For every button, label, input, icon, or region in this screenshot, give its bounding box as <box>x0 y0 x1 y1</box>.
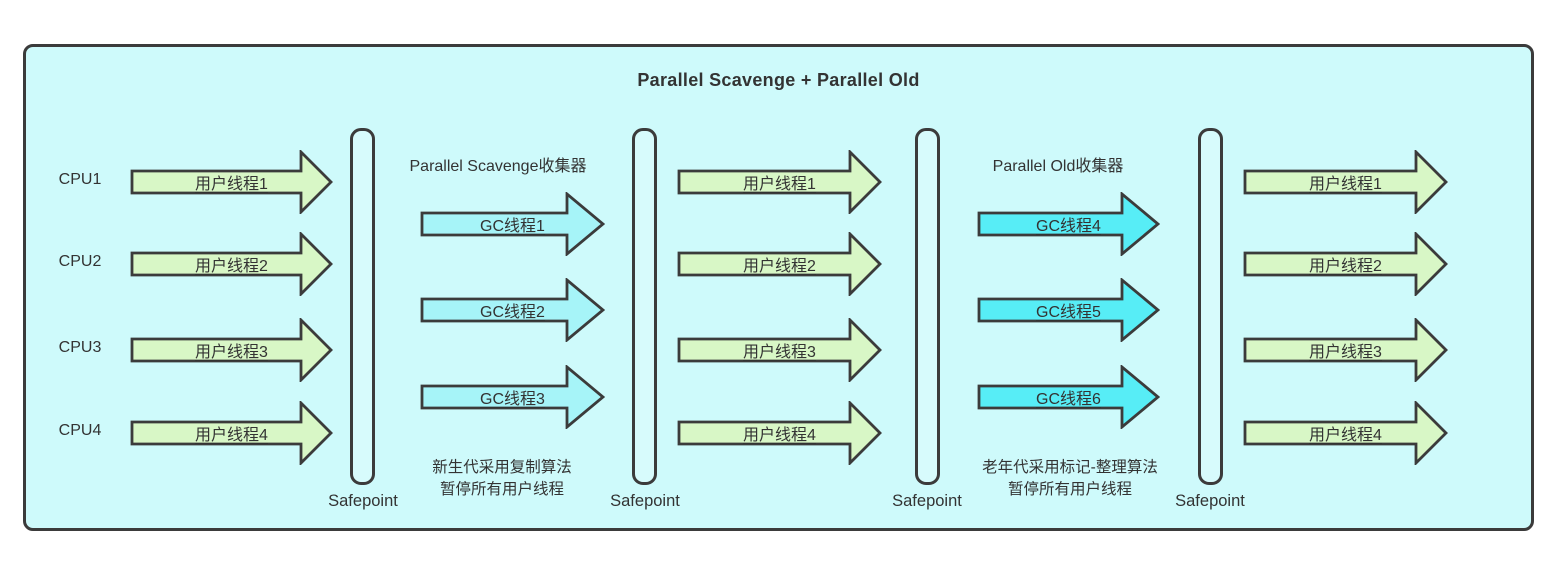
arrow-label: GC线程3 <box>480 391 545 408</box>
user-thread-arrow: 用户线程2 <box>1243 232 1448 296</box>
cpu4-label: CPU4 <box>58 422 102 439</box>
caption-line: 老年代采用标记-整理算法 <box>982 459 1158 476</box>
diagram-title: Parallel Scavenge + Parallel Old <box>637 70 920 90</box>
caption-line: 暂停所有用户线程 <box>1007 480 1132 498</box>
old-gc-caption: 老年代采用标记-整理算法 暂停所有用户线程 <box>900 457 1240 500</box>
safepoint-bar-1 <box>350 128 375 485</box>
user-thread-arrow: 用户线程1 <box>1243 150 1448 214</box>
arrow-label: 用户线程1 <box>1309 176 1382 193</box>
arrow-label: GC线程6 <box>1036 391 1101 408</box>
cpu3-label: CPU3 <box>58 339 102 356</box>
gc-thread-arrow: GC线程2 <box>420 278 605 342</box>
caption-line: 暂停所有用户线程 <box>439 480 564 498</box>
arrow-label: 用户线程4 <box>1309 427 1382 444</box>
cpu2-label: CPU2 <box>58 253 102 270</box>
user-thread-arrow: 用户线程3 <box>677 318 882 382</box>
arrow-label: 用户线程3 <box>743 344 816 361</box>
safepoint-label-3: Safepoint <box>892 492 962 510</box>
young-gc-collector-label: Parallel Scavenge收集器 <box>409 158 587 175</box>
user-thread-arrow: 用户线程2 <box>130 232 333 296</box>
arrow-label: GC线程2 <box>480 304 545 321</box>
user-thread-arrow: 用户线程4 <box>130 401 333 465</box>
gc-thread-arrow: GC线程4 <box>977 192 1160 256</box>
gc-thread-arrow: GC线程6 <box>977 365 1160 429</box>
safepoint-bar-4 <box>1198 128 1223 485</box>
user-thread-arrow: 用户线程1 <box>130 150 333 214</box>
caption-line: 新生代采用复制算法 <box>432 459 572 476</box>
arrow-label: 用户线程3 <box>195 344 268 361</box>
arrow-label: 用户线程2 <box>195 258 268 275</box>
safepoint-bar-2 <box>632 128 657 485</box>
gc-thread-arrow: GC线程3 <box>420 365 605 429</box>
gc-thread-arrow: GC线程5 <box>977 278 1160 342</box>
arrow-label: 用户线程4 <box>743 427 816 444</box>
user-thread-arrow: 用户线程3 <box>130 318 333 382</box>
cpu1-label: CPU1 <box>58 171 102 188</box>
arrow-label: GC线程5 <box>1036 304 1101 321</box>
user-thread-arrow: 用户线程3 <box>1243 318 1448 382</box>
diagram-outer-box <box>23 44 1534 531</box>
safepoint-label-1: Safepoint <box>328 492 398 510</box>
user-thread-arrow: 用户线程4 <box>1243 401 1448 465</box>
arrow-label: 用户线程2 <box>1309 258 1382 275</box>
user-thread-arrow: 用户线程2 <box>677 232 882 296</box>
arrow-label: 用户线程4 <box>195 427 268 444</box>
gc-thread-arrow: GC线程1 <box>420 192 605 256</box>
arrow-label: 用户线程2 <box>743 258 816 275</box>
arrow-label: 用户线程1 <box>195 176 268 193</box>
arrow-label: GC线程1 <box>480 218 545 235</box>
safepoint-label-4: Safepoint <box>1175 492 1245 510</box>
old-gc-collector-label: Parallel Old收集器 <box>992 158 1124 175</box>
arrow-label: 用户线程3 <box>1309 344 1382 361</box>
user-thread-arrow: 用户线程1 <box>677 150 882 214</box>
arrow-label: 用户线程1 <box>743 176 816 193</box>
young-gc-caption: 新生代采用复制算法 暂停所有用户线程 <box>332 457 672 500</box>
safepoint-bar-3 <box>915 128 940 485</box>
safepoint-label-2: Safepoint <box>610 492 680 510</box>
arrow-label: GC线程4 <box>1036 218 1101 235</box>
user-thread-arrow: 用户线程4 <box>677 401 882 465</box>
